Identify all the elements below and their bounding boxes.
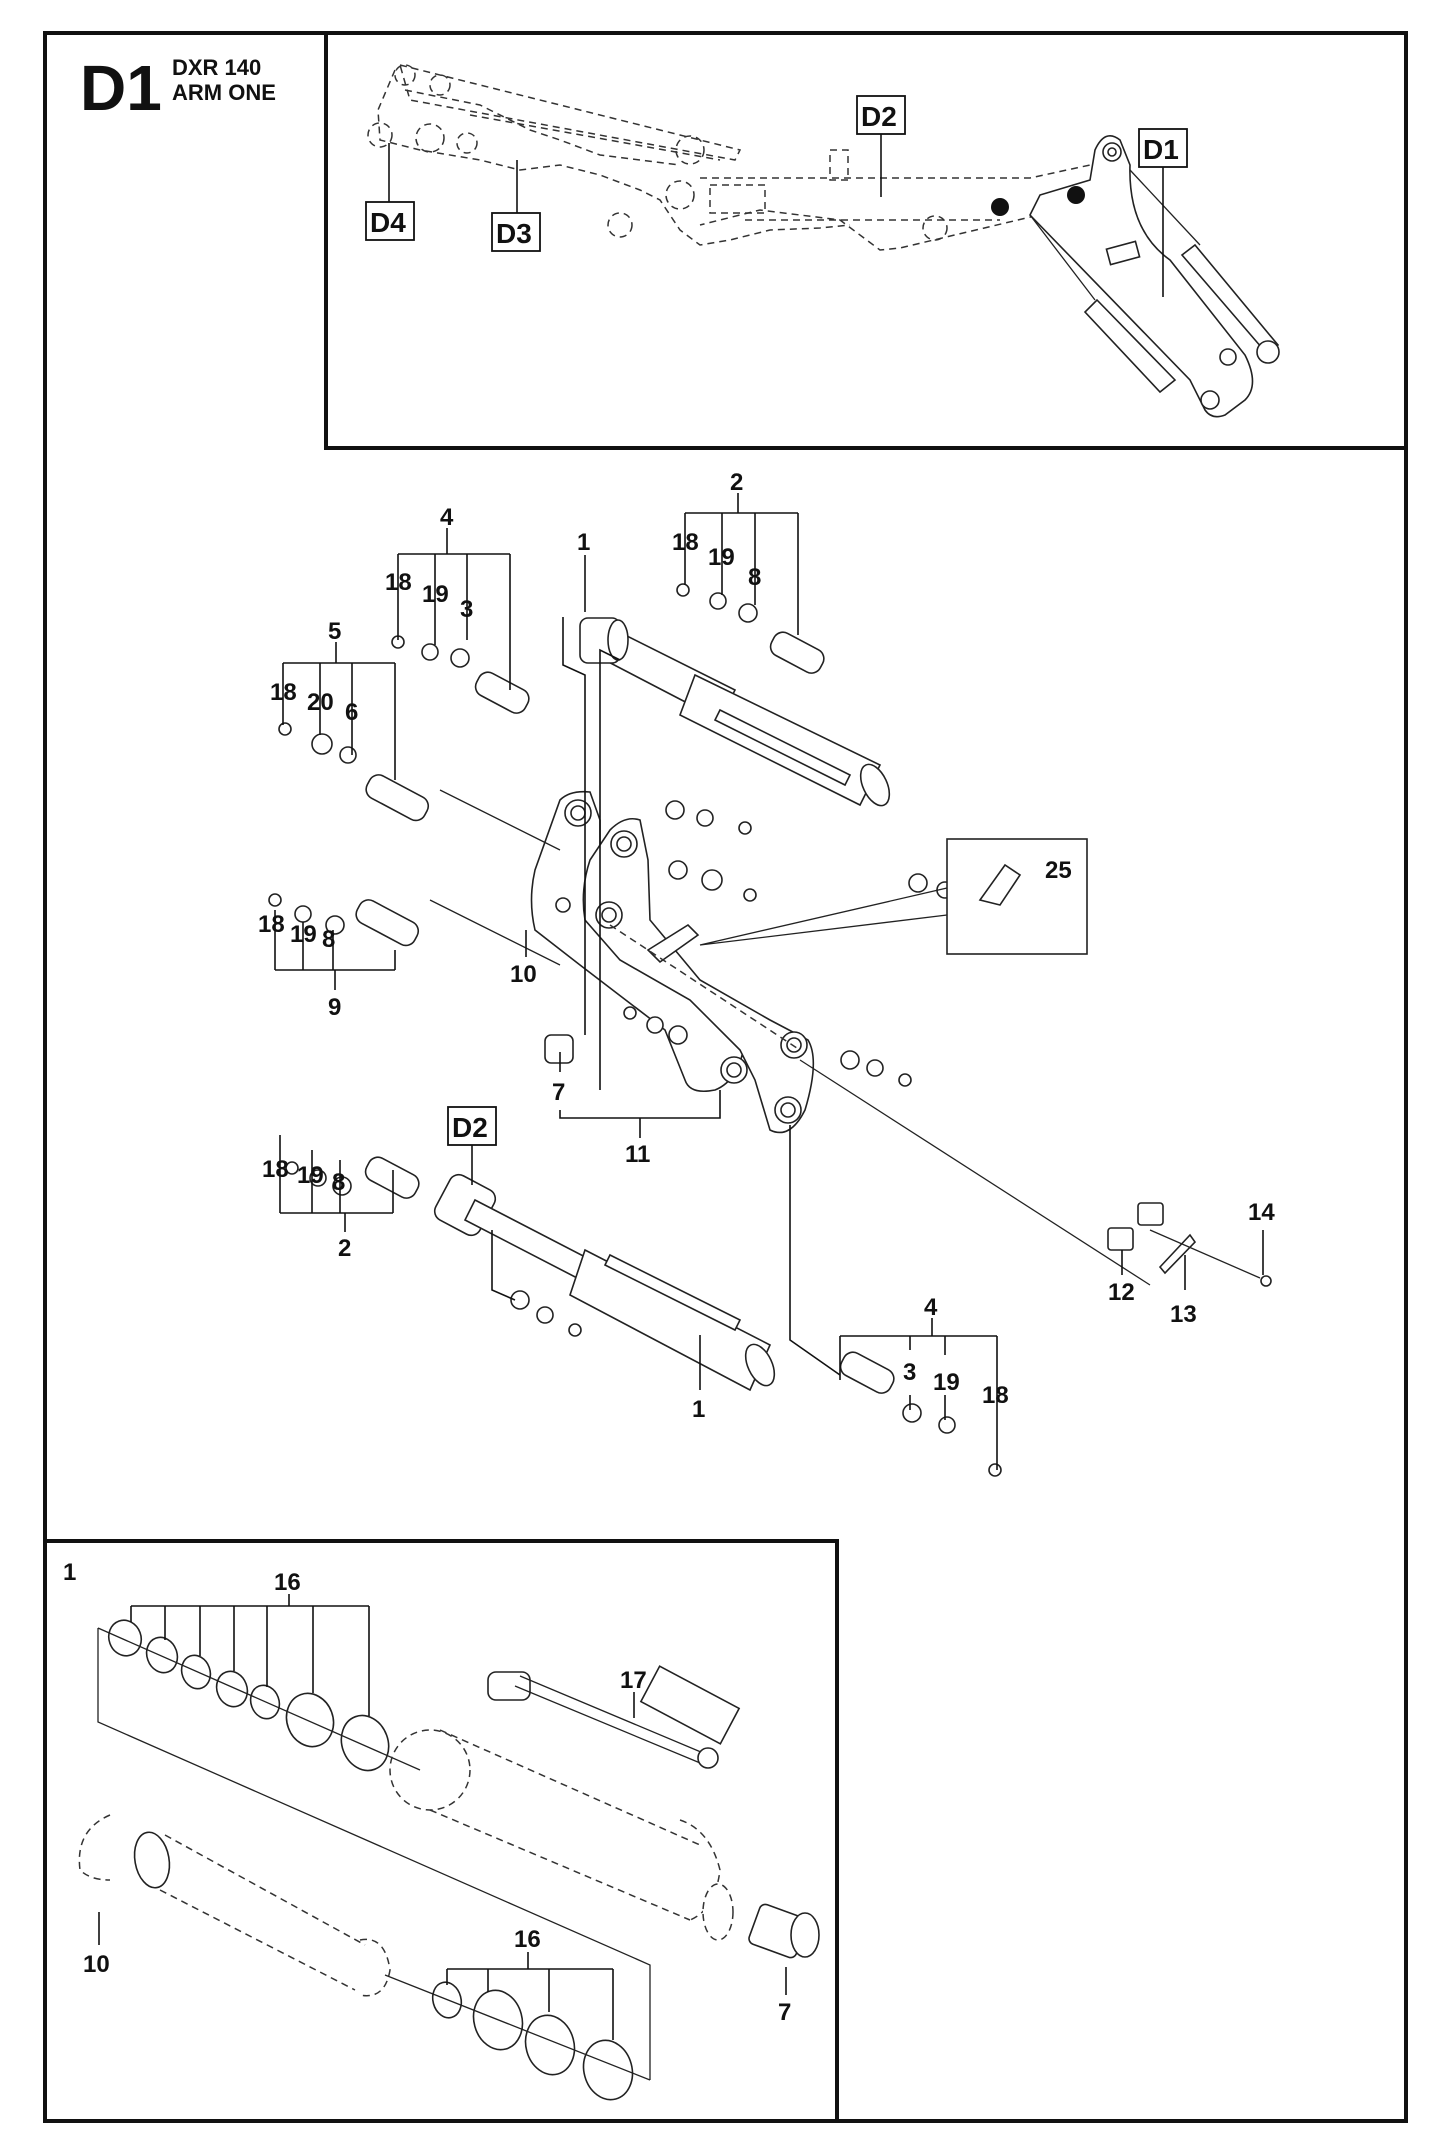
- callout-13: 13: [1170, 1301, 1197, 1328]
- callout-2: 2: [730, 469, 743, 496]
- ref-label-d1: D1: [1143, 134, 1179, 165]
- callout-11: 11: [625, 1141, 650, 1168]
- ref-label-d2: D2: [452, 1112, 488, 1143]
- callout-4: 4: [440, 504, 454, 531]
- callout-8: 8: [322, 926, 335, 953]
- callout-18: 18: [258, 911, 285, 938]
- callout-10[interactable]: 10: [510, 930, 537, 988]
- callout-16: 16: [274, 1569, 301, 1596]
- callout-1: 1: [577, 529, 590, 556]
- inset-callout-7[interactable]: 7: [778, 1967, 791, 2026]
- overview-ref-d1[interactable]: D1: [1138, 128, 1188, 297]
- ref-label-d3: D3: [496, 218, 532, 249]
- callout-19: 19: [422, 581, 449, 608]
- callout-1: 1: [692, 1396, 705, 1423]
- callout-19: 19: [933, 1369, 960, 1396]
- callout-18: 18: [982, 1382, 1009, 1409]
- overview-ref-d2[interactable]: D2: [856, 95, 906, 197]
- section-code: D1: [80, 52, 162, 124]
- callout-20: 20: [307, 689, 334, 716]
- ref-label-d2: D2: [861, 101, 897, 132]
- model-name: DXR 140: [172, 55, 261, 80]
- callout-25[interactable]: 25: [1045, 857, 1072, 884]
- callout-16: 16: [514, 1926, 541, 1953]
- overview-ref-d3[interactable]: D3: [491, 160, 541, 252]
- callout-5: 5: [328, 618, 341, 645]
- callout-12: 12: [1108, 1279, 1135, 1306]
- overview-drawing: [367, 63, 1280, 418]
- callout-group-11[interactable]: 7 11: [552, 1052, 721, 1168]
- callout-8: 8: [748, 564, 761, 591]
- callout-25: 25: [1045, 857, 1072, 884]
- callout-14[interactable]: 14: [1248, 1199, 1275, 1275]
- callout-7: 7: [552, 1079, 565, 1106]
- callout-group-5[interactable]: 5 18 20 6: [270, 618, 396, 780]
- callout-1-top[interactable]: 1: [562, 529, 621, 1090]
- overview-panel-border: [324, 33, 1406, 450]
- callout-19: 19: [708, 544, 735, 571]
- frame-plate-right: [582, 817, 815, 1134]
- inset-callout-16-top[interactable]: 16: [130, 1569, 370, 1716]
- callout-group-4-bot[interactable]: 4 3 19 18: [789, 1125, 1009, 1470]
- inset-callout-17[interactable]: 17: [620, 1667, 647, 1718]
- callout-19: 19: [297, 1162, 324, 1189]
- callout-18: 18: [270, 679, 297, 706]
- assembly-name: ARM ONE: [172, 80, 276, 105]
- callout-group-9[interactable]: 18 19 8 9: [258, 910, 396, 1021]
- callout-17: 17: [620, 1667, 647, 1694]
- detail-box-25: [946, 838, 1088, 955]
- callout-6: 6: [345, 699, 358, 726]
- callout-18: 18: [262, 1156, 289, 1183]
- inset-callout-16-bot[interactable]: 16: [327, 0, 613, 2040]
- callout-14: 14: [1248, 1199, 1275, 1226]
- inset-panel-border: [45, 1539, 839, 2121]
- callout-18: 18: [385, 569, 412, 596]
- callout-10: 10: [510, 961, 537, 988]
- main-exploded-view: [268, 583, 1272, 1477]
- callout-group-4-top[interactable]: 4 18 19 3: [385, 504, 511, 690]
- ref-label-d4: D4: [370, 207, 406, 238]
- callout-18: 18: [672, 529, 699, 556]
- callout-2: 2: [338, 1235, 351, 1262]
- callout-7: 7: [778, 1999, 791, 2026]
- callout-3: 3: [903, 1359, 916, 1386]
- callout-8: 8: [332, 1169, 345, 1196]
- callout-group-2-bot[interactable]: 18 19 8 2: [262, 1135, 394, 1262]
- callout-1-bot[interactable]: 1: [692, 1335, 705, 1423]
- callout-13[interactable]: 13: [1170, 1255, 1197, 1328]
- callout-d2-ref[interactable]: D2: [447, 1106, 516, 1301]
- callout-10: 10: [83, 1951, 110, 1978]
- callout-4: 4: [924, 1294, 938, 1321]
- inset-title: 1: [63, 1559, 76, 1586]
- inset-callout-10[interactable]: 10: [83, 1912, 110, 1978]
- callout-3: 3: [460, 596, 473, 623]
- inset-drawing: [78, 1619, 820, 2101]
- callout-19: 19: [290, 921, 317, 948]
- callout-12[interactable]: 12: [1108, 1250, 1135, 1306]
- outer-frame: [43, 31, 1408, 2123]
- fasteners: [268, 583, 1002, 1477]
- callout-9: 9: [328, 994, 341, 1021]
- overview-ref-d4[interactable]: D4: [365, 143, 415, 241]
- callout-group-2-top[interactable]: 2 18 19 8: [672, 469, 799, 635]
